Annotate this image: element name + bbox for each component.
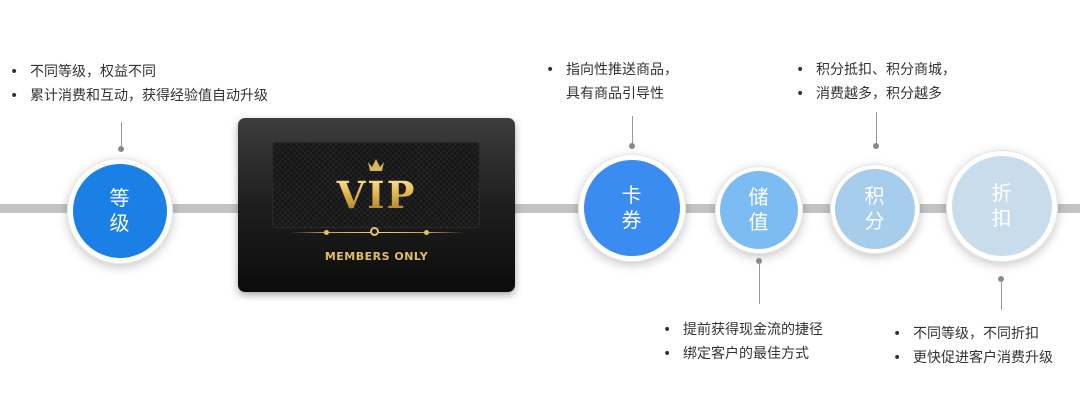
note-item: • 更快促进客户消费升级 <box>893 346 1053 370</box>
level-connector-dot <box>118 146 124 152</box>
gold-dot-left <box>324 230 329 235</box>
note-item: • 不同等级，不同折扣 <box>893 322 1053 346</box>
gold-dot-right <box>424 230 429 235</box>
coupon-notes: • 指向性推送商品， 具有商品引导性 <box>546 58 678 106</box>
note-item: • 积分抵扣、积分商城， <box>796 58 956 82</box>
note-item: • 提前获得现金流的捷径 <box>663 318 823 342</box>
coupon-connector <box>632 116 633 146</box>
vip-title: VIP <box>238 173 515 217</box>
bullet: • <box>893 326 902 342</box>
stored-value-node: 储 值 <box>715 166 803 254</box>
points-connector-dot <box>873 143 879 149</box>
level-notes: • 不同等级，权益不同 • 累计消费和互动，获得经验值自动升级 <box>10 60 268 108</box>
discount-notes: • 不同等级，不同折扣 • 更快促进客户消费升级 <box>893 322 1053 370</box>
bullet: • <box>663 346 672 362</box>
stored-value-node-circle: 储 值 <box>720 171 798 249</box>
bullet: • <box>796 62 805 78</box>
points-node: 积 分 <box>830 164 920 254</box>
note-item: • 不同等级，权益不同 <box>10 60 268 84</box>
bullet: • <box>10 64 19 80</box>
bullet: • <box>893 350 902 366</box>
points-node-circle: 积 分 <box>835 169 915 249</box>
discount-node-circle: 折 扣 <box>952 156 1052 256</box>
points-connector <box>876 112 877 146</box>
coupon-node-char-2: 券 <box>621 208 643 232</box>
discount-connector-dot <box>998 276 1004 282</box>
points-notes: • 积分抵扣、积分商城， • 消费越多，积分越多 <box>796 58 956 106</box>
note-item: • 指向性推送商品， <box>546 58 678 82</box>
bullet: • <box>10 88 19 104</box>
note-text: 累计消费和互动，获得经验值自动升级 <box>30 88 268 104</box>
note-item: • 消费越多，积分越多 <box>796 82 956 106</box>
vip-card-panel <box>272 142 480 228</box>
note-item: • 累计消费和互动，获得经验值自动升级 <box>10 84 268 108</box>
level-node-char-1: 等 <box>109 186 131 210</box>
stored-value-node-char-2: 值 <box>748 210 770 234</box>
note-text: 提前获得现金流的捷径 <box>683 322 823 338</box>
note-text: 积分抵扣、积分商城， <box>816 62 956 78</box>
discount-node: 折 扣 <box>946 150 1058 262</box>
discount-connector <box>1001 280 1002 310</box>
note-item: 具有商品引导性 <box>546 82 678 106</box>
coupon-node: 卡 券 <box>578 154 686 262</box>
note-item: • 绑定客户的最佳方式 <box>663 342 823 366</box>
vip-card-image: VIP MEMBERS ONLY <box>238 118 515 292</box>
note-text: 绑定客户的最佳方式 <box>683 346 809 362</box>
stored-value-node-char-1: 储 <box>748 185 770 209</box>
note-text: 更快促进客户消费升级 <box>913 350 1053 366</box>
gold-ring-center <box>370 227 379 236</box>
note-text: 不同等级，权益不同 <box>30 64 156 80</box>
note-text: 具有商品引导性 <box>566 86 664 102</box>
discount-node-char-2: 扣 <box>991 206 1013 230</box>
note-text: 消费越多，积分越多 <box>816 86 942 102</box>
level-connector <box>121 122 122 150</box>
level-node-circle: 等 级 <box>73 164 167 258</box>
coupon-node-circle: 卡 券 <box>584 160 680 256</box>
coupon-node-char-1: 卡 <box>621 183 643 207</box>
stored-value-connector-dot <box>756 258 762 264</box>
bullet: • <box>796 86 805 102</box>
note-text: 不同等级，不同折扣 <box>913 326 1039 342</box>
level-node: 等 级 <box>67 158 173 264</box>
members-only-label: MEMBERS ONLY <box>324 250 429 263</box>
bullet-spacer <box>546 82 566 106</box>
level-node-char-2: 级 <box>109 211 131 235</box>
points-node-char-1: 积 <box>864 184 886 208</box>
stored-value-connector <box>759 262 760 304</box>
coupon-connector-dot <box>629 143 635 149</box>
note-text: 指向性推送商品， <box>566 62 678 78</box>
timeline-bar <box>0 204 1080 213</box>
bullet: • <box>546 62 555 78</box>
points-node-char-2: 分 <box>864 209 886 233</box>
stored-value-notes: • 提前获得现金流的捷径 • 绑定客户的最佳方式 <box>663 318 823 366</box>
crown-icon <box>368 159 384 171</box>
discount-node-char-1: 折 <box>991 181 1013 205</box>
bullet: • <box>663 322 672 338</box>
